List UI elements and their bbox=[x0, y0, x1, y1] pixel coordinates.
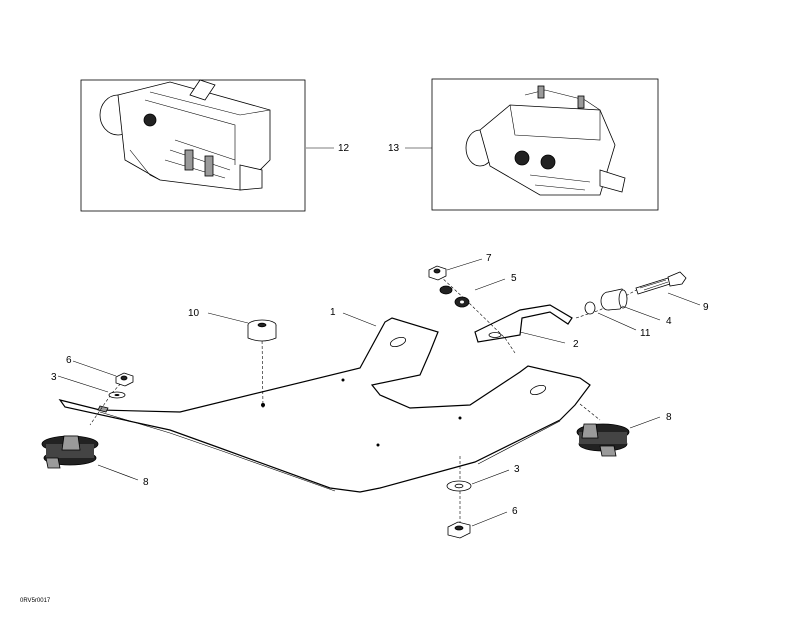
callout-12: 12 bbox=[338, 143, 350, 154]
engine-13-panel: 13 bbox=[388, 78, 659, 211]
callout-13: 13 bbox=[388, 143, 400, 154]
callout-10: 10 bbox=[188, 308, 200, 319]
callout-3-left: 3 bbox=[51, 372, 57, 383]
callout-2: 2 bbox=[573, 339, 579, 350]
callout-1: 1 bbox=[330, 307, 336, 318]
washer-3-bottom bbox=[446, 480, 472, 492]
washers-5 bbox=[439, 285, 470, 308]
callout-6-bottom: 6 bbox=[512, 506, 518, 517]
callout-8-left: 8 bbox=[143, 477, 149, 488]
bracket bbox=[474, 304, 573, 343]
spacer-10 bbox=[247, 319, 277, 342]
engine-13-illustration bbox=[465, 85, 626, 196]
rubber-mount-8-left bbox=[41, 435, 99, 469]
callout-4: 4 bbox=[666, 316, 672, 327]
callout-5: 5 bbox=[511, 273, 517, 284]
callout-6-left: 6 bbox=[66, 355, 72, 366]
washer-3-left bbox=[108, 391, 126, 399]
nut-7 bbox=[428, 265, 447, 281]
engine-support-plate bbox=[58, 317, 591, 493]
spacer-4 bbox=[600, 288, 628, 311]
engine-12-illustration bbox=[99, 79, 271, 191]
nut-6-bottom bbox=[447, 521, 471, 539]
drawing-code: 0RV5r0017 bbox=[20, 598, 51, 604]
nut-6-left bbox=[115, 372, 134, 387]
engine-12-panel: 12 bbox=[80, 79, 350, 212]
rubber-mount-8-right bbox=[576, 423, 630, 457]
callout-7: 7 bbox=[486, 253, 492, 264]
bolt-9 bbox=[635, 271, 687, 295]
callout-11: 11 bbox=[640, 328, 651, 339]
ring-11 bbox=[584, 301, 596, 315]
callout-8-right: 8 bbox=[666, 412, 672, 423]
callout-3-bottom: 3 bbox=[514, 464, 520, 475]
callout-9: 9 bbox=[703, 302, 709, 313]
